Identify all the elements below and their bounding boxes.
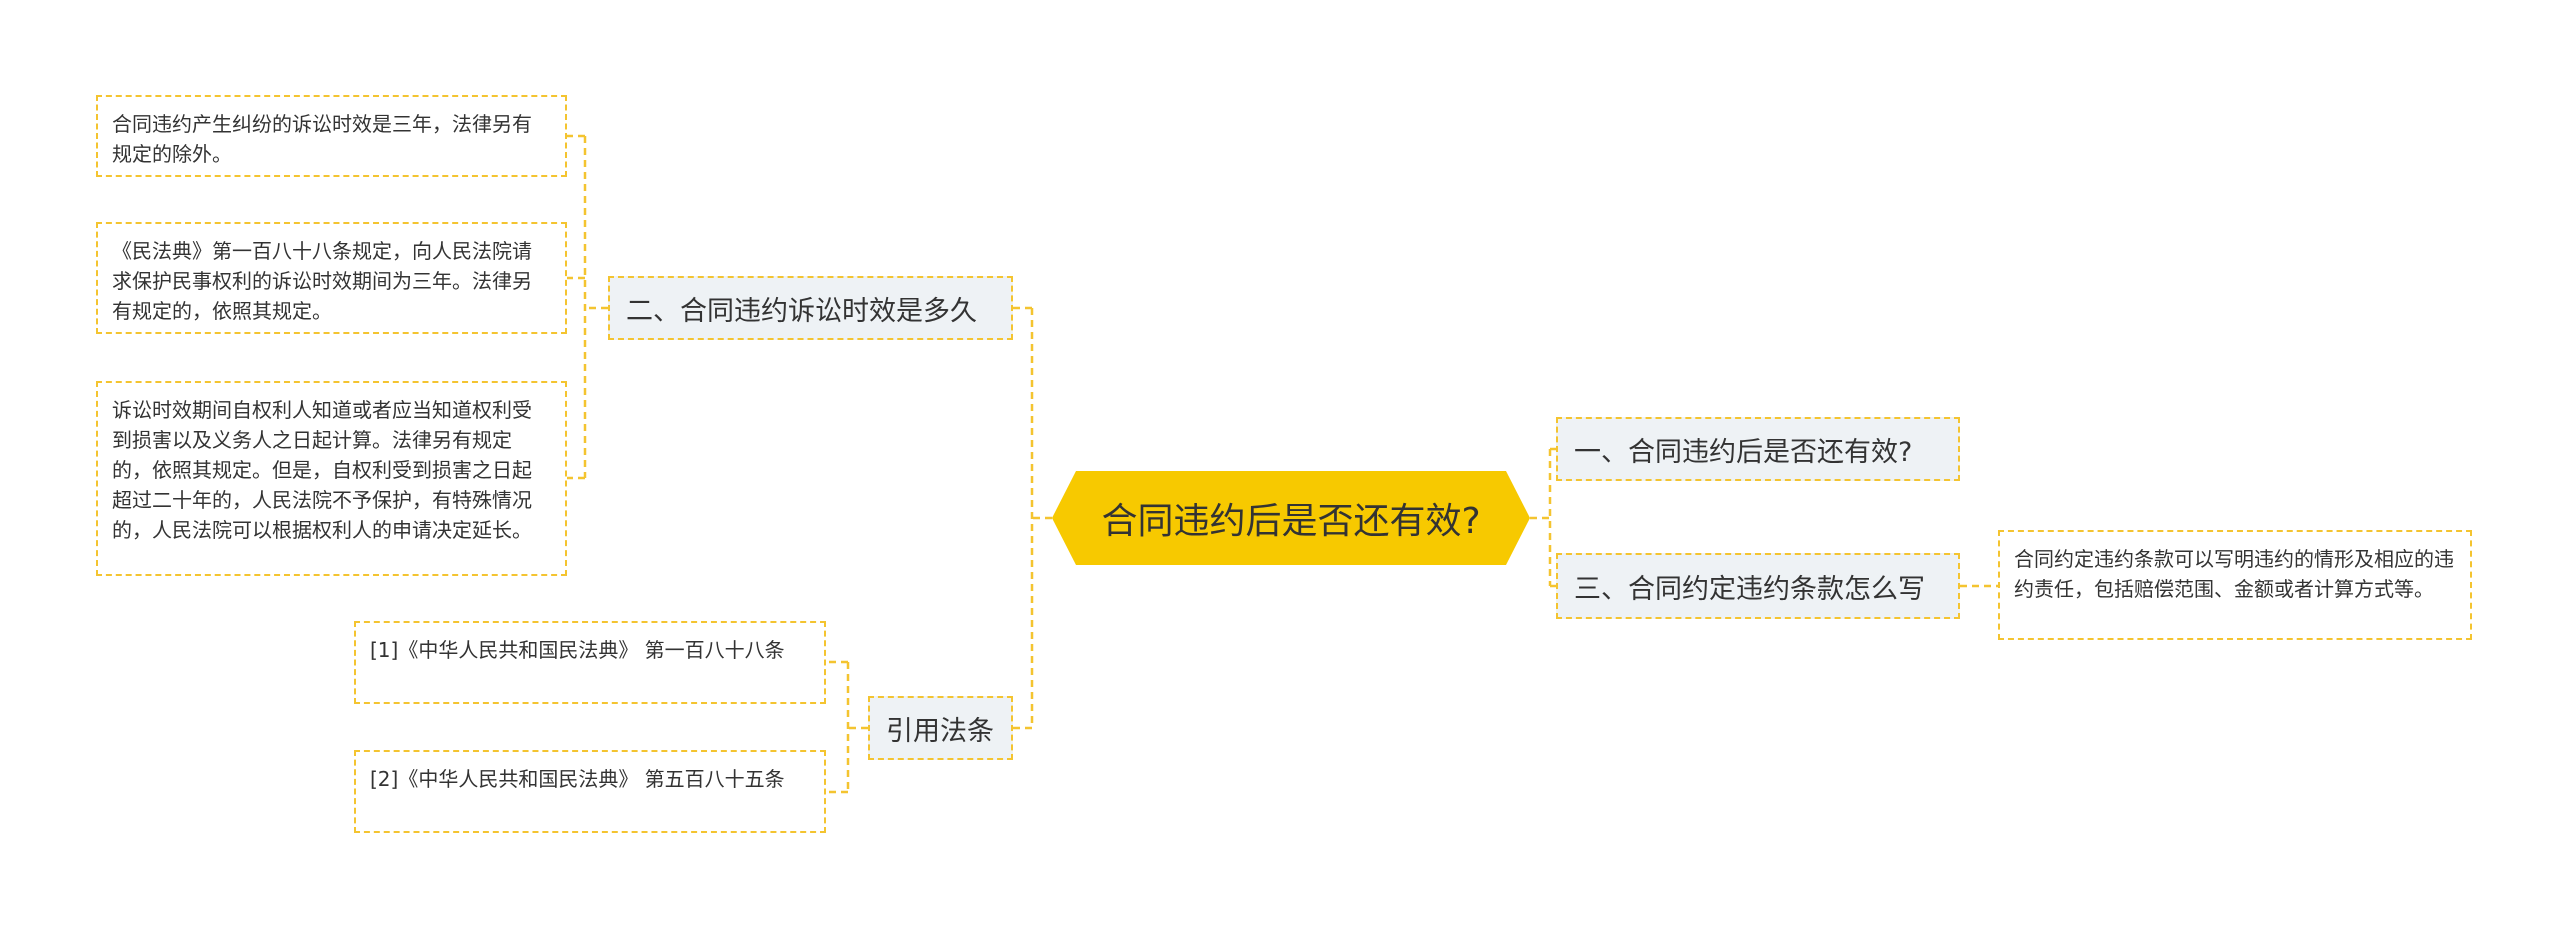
branch-topic-2[interactable]: 二、合同违约诉讼时效是多久 <box>608 276 1013 340</box>
leaf-note-5-text: [1]《中华人民共和国民法典》 第一百八十八条 <box>370 638 785 662</box>
leaf-note-4-text: 合同约定违约条款可以写明违约的情形及相应的违约责任，包括赔偿范围、金额或者计算方… <box>2014 547 2454 601</box>
leaf-note-2-text: 《民法典》第一百八十八条规定，向人民法院请求保护民事权利的诉讼时效期间为三年。法… <box>112 239 532 323</box>
leaf-note-6[interactable]: [2]《中华人民共和国民法典》 第五百八十五条 <box>354 750 826 833</box>
root-topic-label: 合同违约后是否还有效? <box>1101 501 1481 542</box>
leaf-note-5[interactable]: [1]《中华人民共和国民法典》 第一百八十八条 <box>354 621 826 704</box>
leaf-note-3-text: 诉讼时效期间自权利人知道或者应当知道权利受到损害以及义务人之日起计算。法律另有规… <box>112 398 532 542</box>
leaf-note-3[interactable]: 诉讼时效期间自权利人知道或者应当知道权利受到损害以及义务人之日起计算。法律另有规… <box>96 381 567 576</box>
root-topic[interactable]: 合同违约后是否还有效? <box>1052 471 1530 565</box>
branch-topic-4-label: 引用法条 <box>886 715 994 747</box>
branch-topic-3[interactable]: 三、合同约定违约条款怎么写 <box>1556 553 1960 619</box>
branch-topic-2-label: 二、合同违约诉讼时效是多久 <box>626 295 977 327</box>
leaf-note-2[interactable]: 《民法典》第一百八十八条规定，向人民法院请求保护民事权利的诉讼时效期间为三年。法… <box>96 222 567 334</box>
branch-topic-1[interactable]: 一、合同违约后是否还有效? <box>1556 417 1960 481</box>
branch-topic-1-label: 一、合同违约后是否还有效? <box>1574 436 1913 468</box>
leaf-note-4[interactable]: 合同约定违约条款可以写明违约的情形及相应的违约责任，包括赔偿范围、金额或者计算方… <box>1998 530 2472 640</box>
leaf-note-1-text: 合同违约产生纠纷的诉讼时效是三年，法律另有规定的除外。 <box>112 112 532 166</box>
leaf-note-1[interactable]: 合同违约产生纠纷的诉讼时效是三年，法律另有规定的除外。 <box>96 95 567 177</box>
branch-topic-3-label: 三、合同约定违约条款怎么写 <box>1574 573 1925 605</box>
branch-topic-4[interactable]: 引用法条 <box>868 696 1013 760</box>
leaf-note-6-text: [2]《中华人民共和国民法典》 第五百八十五条 <box>370 767 785 791</box>
